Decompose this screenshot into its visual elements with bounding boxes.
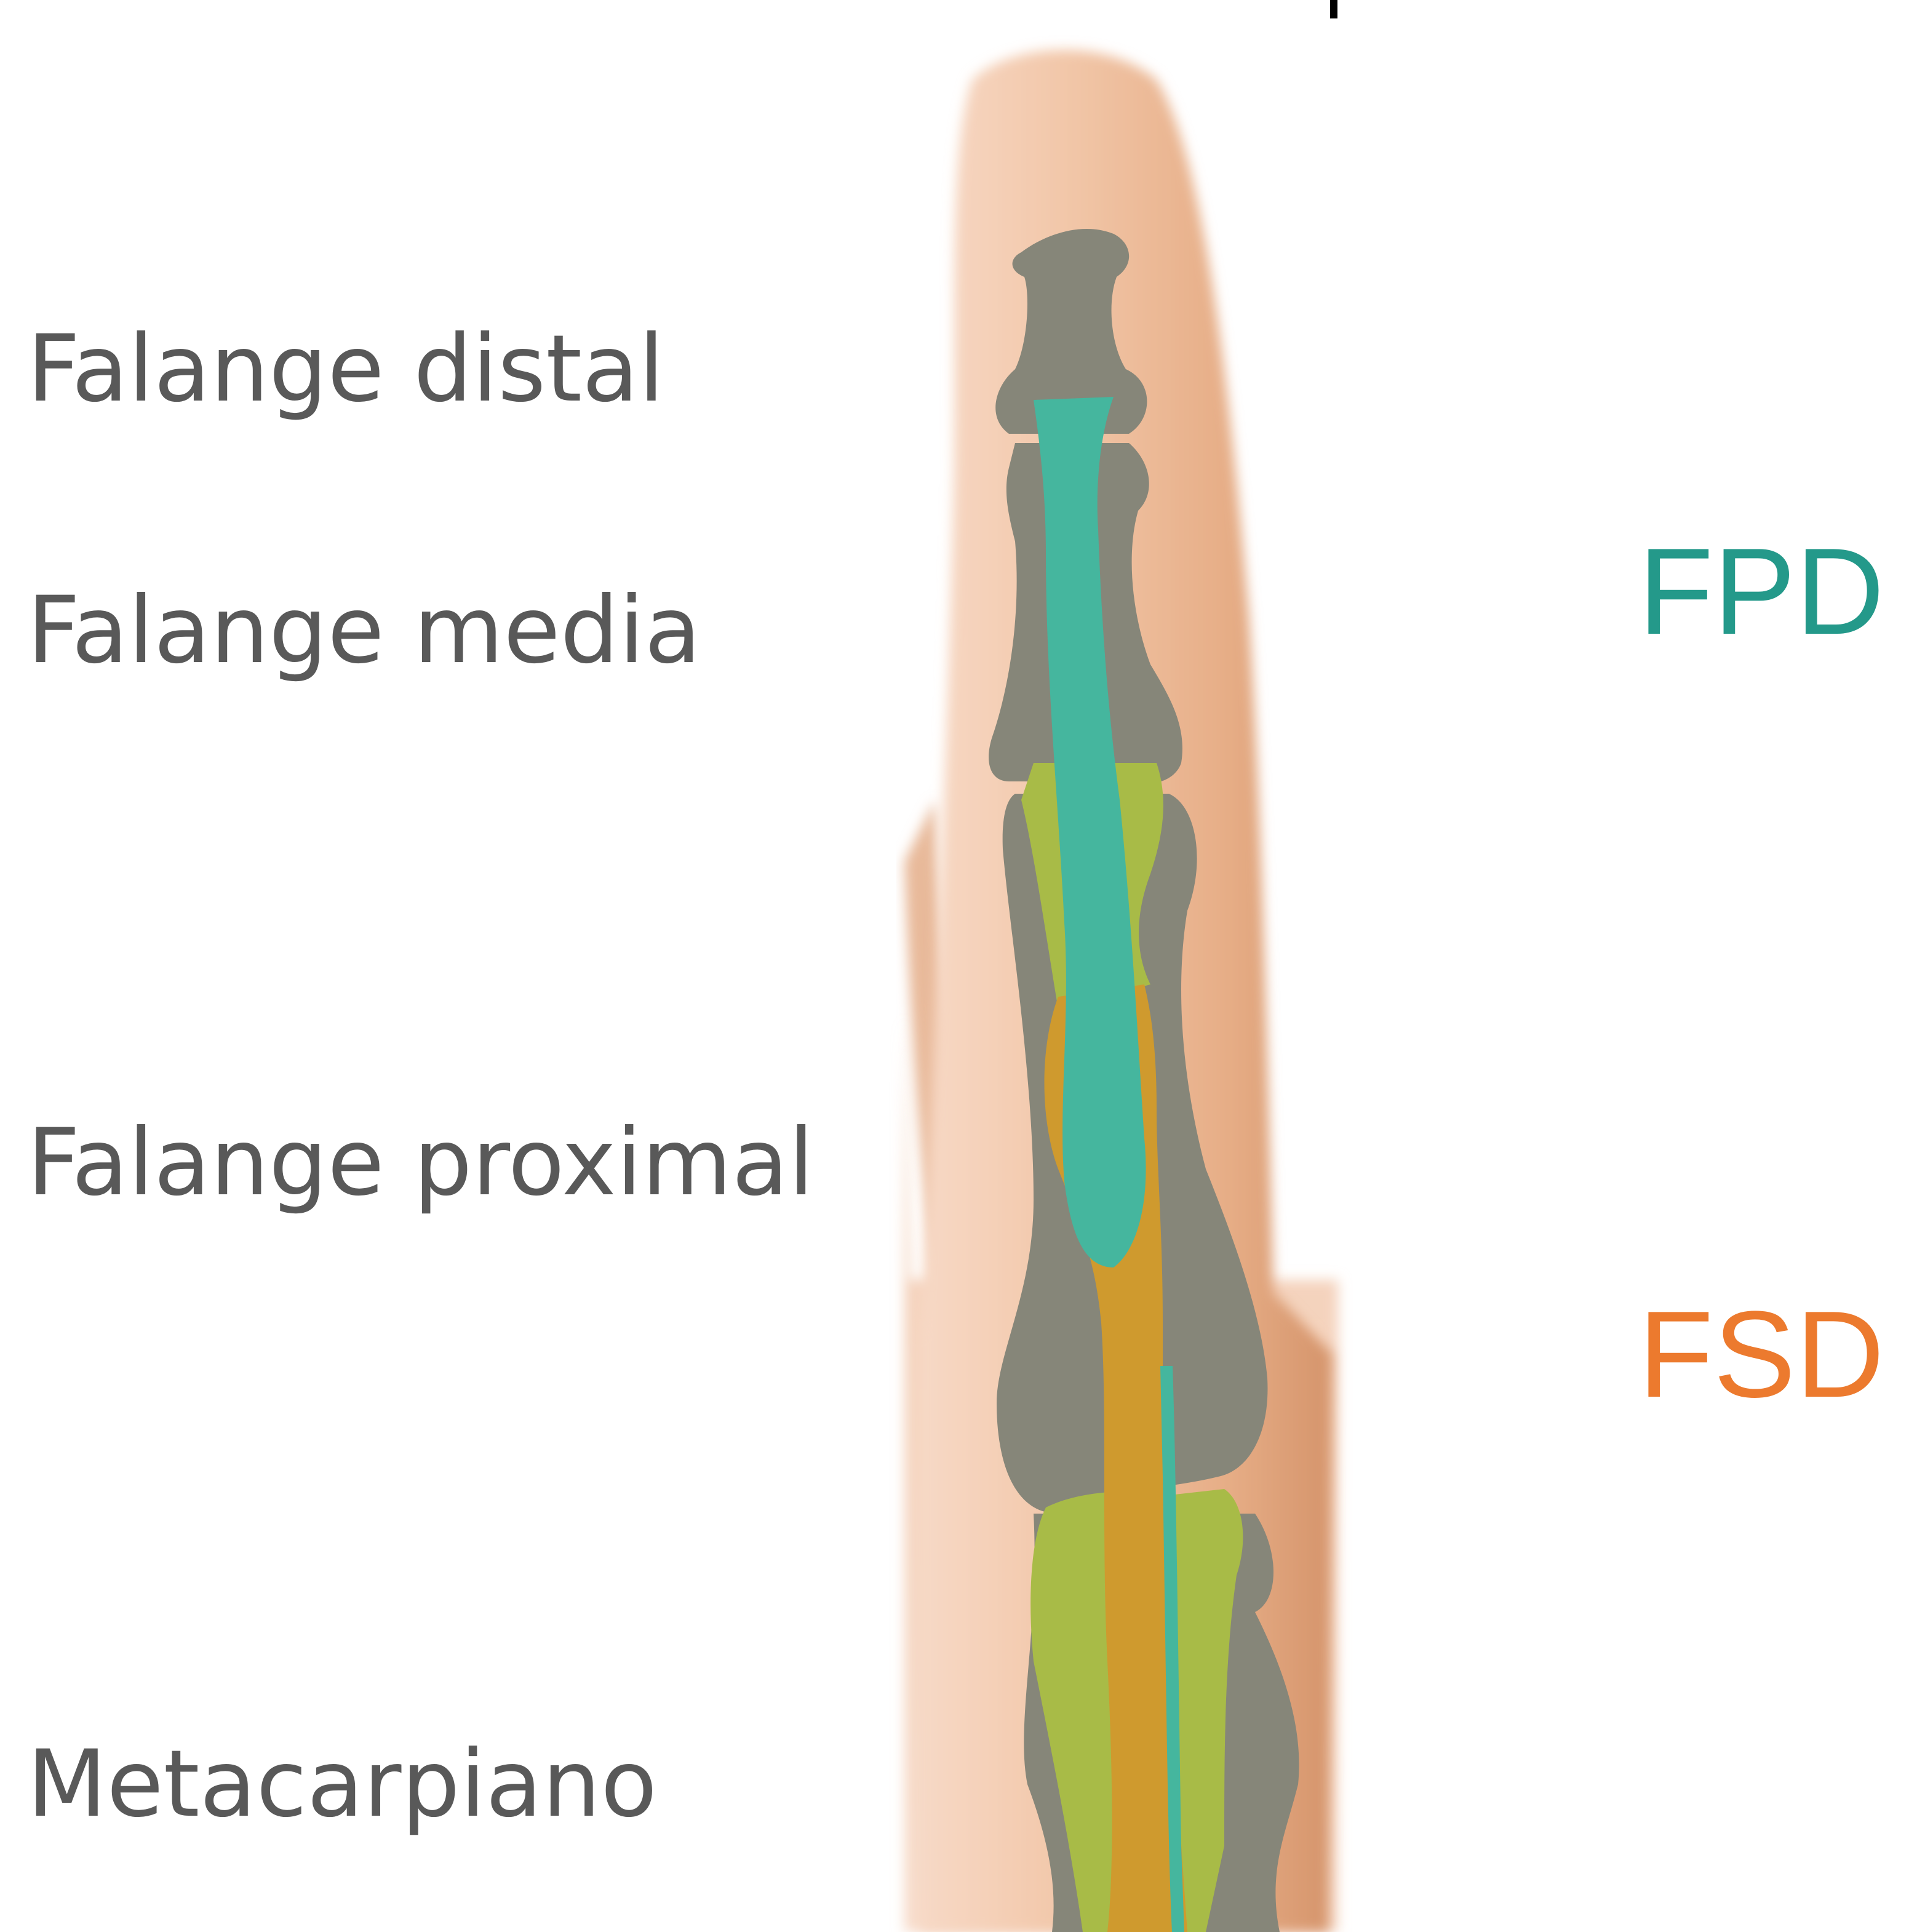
label-metacarpal: Metacarpiano: [27, 1738, 657, 1830]
label-fpd-tendon: FPD: [1638, 530, 1884, 653]
label-proximal-phalanx: Falange proximal: [27, 1117, 814, 1209]
label-distal-phalanx: Falange distal: [27, 323, 664, 415]
label-middle-phalanx: Falange media: [27, 585, 701, 677]
top-mark: [1330, 0, 1337, 18]
label-fsd-tendon: FSD: [1638, 1293, 1884, 1416]
